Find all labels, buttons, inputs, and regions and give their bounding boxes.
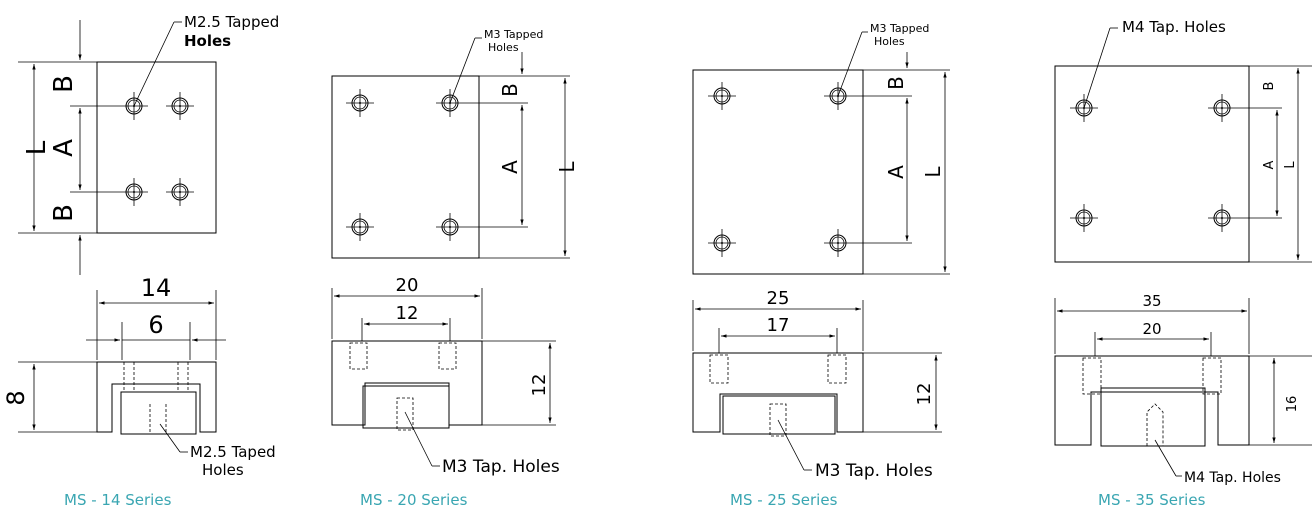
ms35-caption: MS - 35 Series [1098,491,1206,509]
ms35-dim-l: L [1283,161,1298,169]
ms14-bottom-note-line1: M2.5 Taped [190,443,276,461]
ms14-width-outer: 14 [141,274,172,302]
ms14-bottom-note-line2: Holes [202,461,244,479]
ms20-dim-b: B [498,83,522,97]
ms35-width-outer: 35 [1142,292,1161,310]
ms35-group: L A B M4 Tap. Holes 35 20 16 M4 Tap. Hol… [1054,18,1312,509]
ms35-dim-b: B [1262,82,1277,91]
ms25-top-note-line1: M3 Tapped [870,22,929,35]
ms14-top-note-line1: M2.5 Tapped [184,13,279,31]
ms20-height: 12 [529,374,550,397]
ms14-dim-l: L [22,140,52,155]
ms25-width-outer: 25 [767,288,790,309]
ms20-caption: MS - 20 Series [360,491,468,509]
ms25-dim-b: B [884,76,908,90]
ms35-bottom-note: M4 Tap. Holes [1184,470,1281,486]
ms35-front-view [1054,298,1312,477]
ms14-dim-b-top: B [49,75,79,93]
ms14-dim-a: A [49,139,79,157]
ms25-caption: MS - 25 Series [730,491,838,509]
ms25-top-view [692,31,950,275]
ms25-top-note-line2: Holes [874,35,905,48]
ms25-front-view [692,300,942,471]
ms14-caption: MS - 14 Series [64,491,172,509]
ms14-dim-b-bottom: B [49,204,79,222]
ms14-height: 8 [2,390,30,405]
ms20-group: L A B M3 Tapped Holes 20 12 12 M3 Tap. H… [331,28,579,509]
ms20-width-outer: 20 [396,275,419,296]
ms20-dim-l: L [555,161,579,173]
ms35-height: 16 [1285,396,1300,413]
ms20-bottom-note: M3 Tap. Holes [442,457,560,477]
ms25-group: L A B M3 Tapped Holes 25 17 12 M3 Tap. H… [692,22,950,509]
ms14-front-view [18,290,226,453]
ms20-top-note-line2: Holes [488,41,519,54]
ms20-dim-a: A [498,160,522,174]
ms14-top-note-line2: Holes [184,32,231,50]
ms35-dim-a: A [1262,160,1277,169]
ms20-top-note-line1: M3 Tapped [484,28,543,41]
ms25-bottom-note: M3 Tap. Holes [815,461,933,481]
ms14-group: L A B B M2.5 Tapped Holes [2,13,279,509]
ms20-top-view [331,37,570,259]
ms25-height: 12 [914,383,935,406]
ms35-top-note: M4 Tap. Holes [1122,18,1226,36]
ms35-width-inner: 20 [1142,320,1161,338]
ms20-width-inner: 12 [396,303,419,324]
ms25-width-inner: 17 [767,315,790,336]
ms14-width-inner: 6 [148,311,163,339]
ms25-dim-l: L [921,166,945,178]
ms20-front-view [331,288,556,467]
ms25-dim-a: A [884,165,908,179]
ms35-top-view [1054,27,1312,263]
ms14-top-view [18,20,217,275]
